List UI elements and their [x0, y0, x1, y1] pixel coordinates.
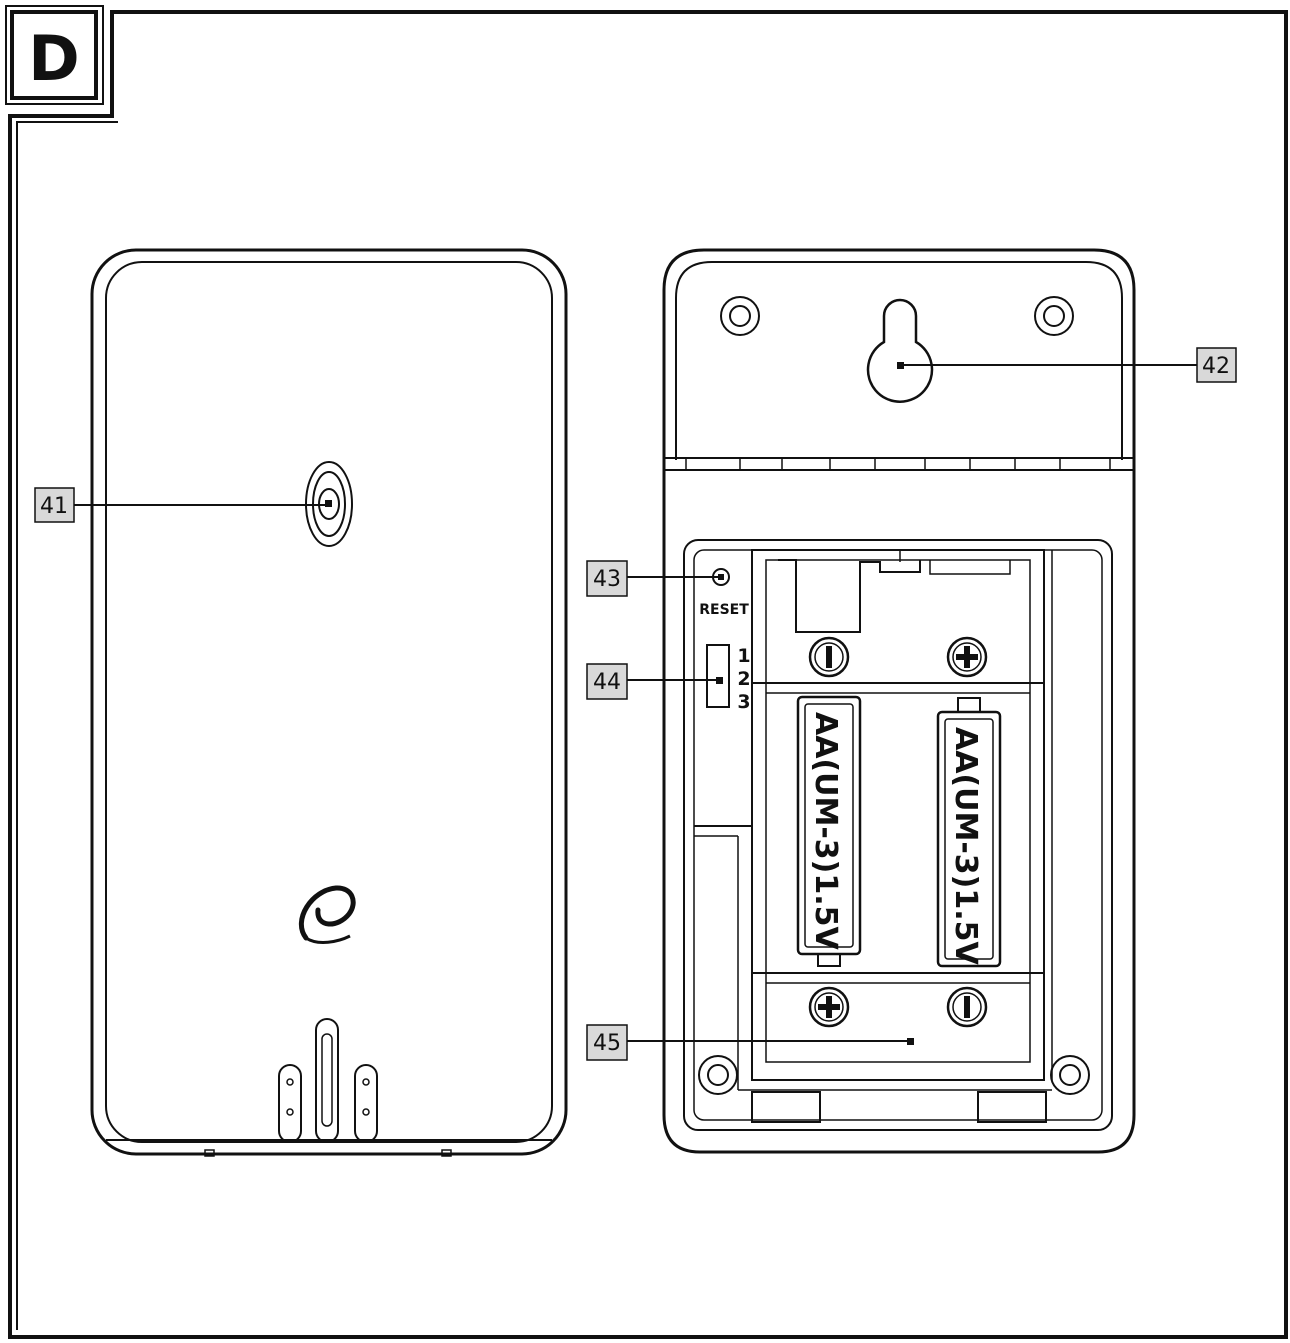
front-view	[90, 248, 568, 1157]
switch-position-1: 1	[737, 645, 750, 667]
minus-terminal-top	[808, 636, 850, 678]
panel-letter-box: D	[5, 5, 104, 105]
screw-hole-bottom-right	[1050, 1055, 1090, 1095]
sensor-prongs	[278, 1018, 378, 1143]
brand-logo-icon	[298, 885, 356, 944]
keyhole-mount	[866, 298, 934, 403]
switch-position-3: 3	[737, 691, 750, 713]
battery-left: AA(UM-3)1.5V	[796, 695, 862, 967]
callout-45: 45	[586, 1024, 910, 1061]
callout-44: 44	[586, 663, 720, 700]
switch-position-2: 2	[737, 668, 750, 690]
battery-right-label: AA(UM-3)1.5V	[948, 727, 983, 966]
battery-compartment-marker	[907, 1038, 914, 1045]
back-view: AA(UM-3)1.5V AA(UM-3)1.5V RESET 1 2 3	[662, 248, 1136, 1154]
reset-label: RESET	[699, 602, 749, 618]
callout-41: 41	[34, 487, 328, 523]
callout-41-label: 41	[40, 494, 68, 519]
battery-right: AA(UM-3)1.5V	[936, 697, 1002, 968]
battery-left-label: AA(UM-3)1.5V	[808, 712, 843, 951]
callout-45-label: 45	[593, 1031, 621, 1056]
plus-terminal-top	[946, 636, 988, 678]
screw-hole-bottom-left	[698, 1055, 738, 1095]
callout-43: 43	[586, 560, 721, 597]
plus-terminal-bottom	[808, 986, 850, 1028]
outer-frame	[8, 10, 1288, 1339]
callout-43-label: 43	[593, 567, 621, 592]
screw-hole-top-left	[720, 296, 760, 336]
callout-42-label: 42	[1202, 354, 1230, 379]
panel-letter: D	[28, 22, 79, 95]
callout-44-label: 44	[593, 670, 621, 695]
minus-terminal-bottom	[946, 986, 988, 1028]
callout-42: 42	[900, 347, 1237, 383]
screw-hole-top-right	[1034, 296, 1074, 336]
